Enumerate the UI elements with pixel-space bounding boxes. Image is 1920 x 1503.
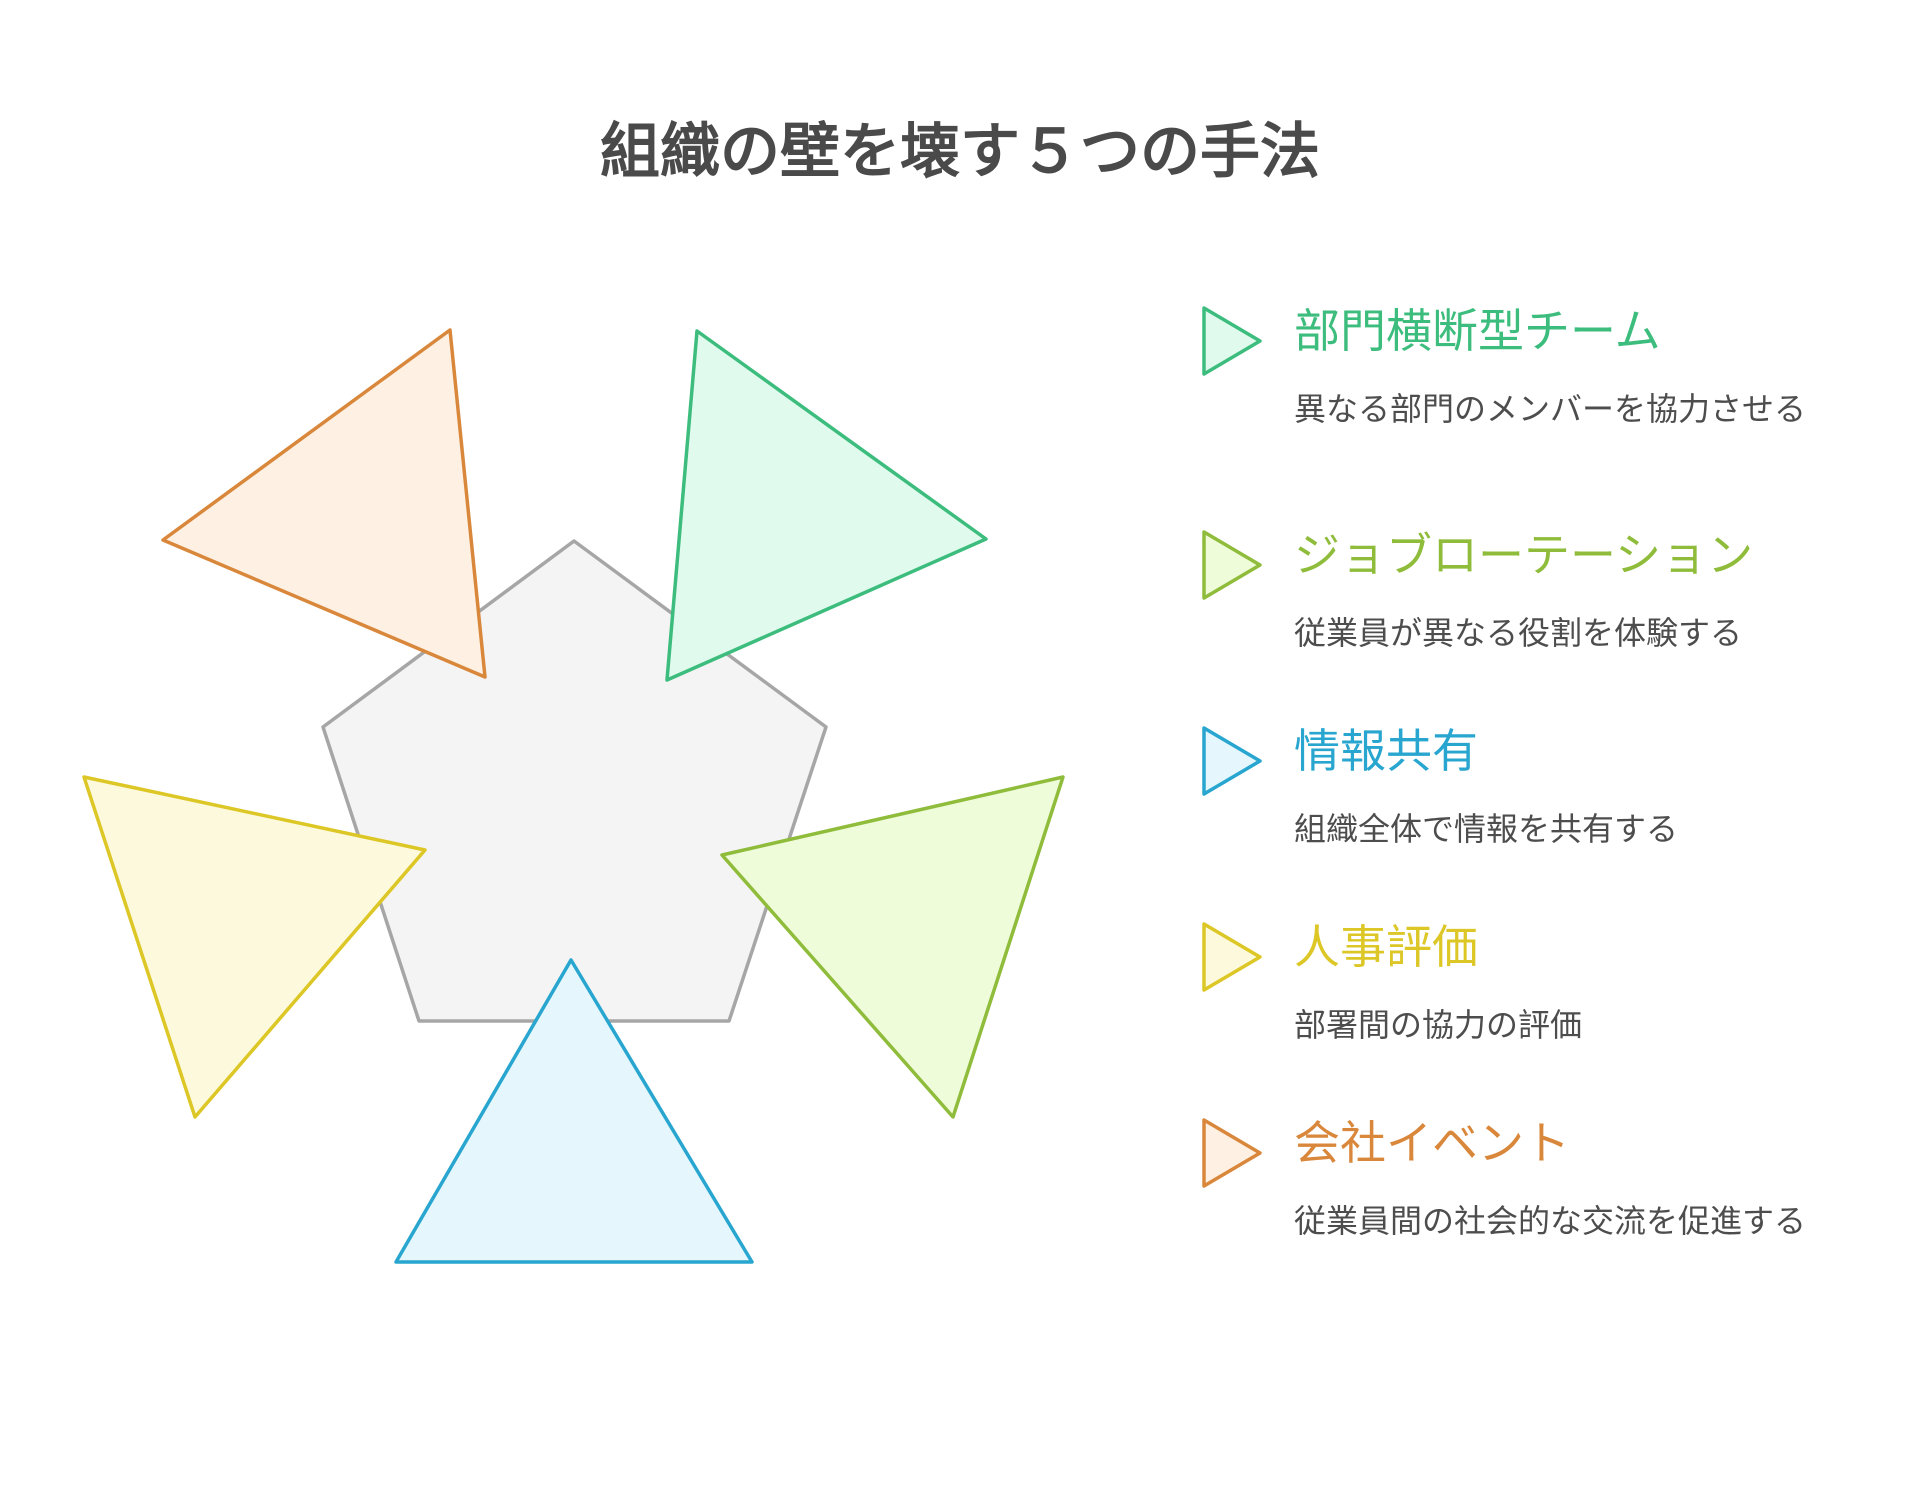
play-triangle-icon [1202,1118,1262,1188]
legend-item-title: 会社イベント [1294,1116,1570,1170]
legend-item-description: 従業員が異なる役割を体験する [1294,614,1743,652]
triangle-job-rotation [720,775,1065,1119]
page-title: 組織の壁を壊す５つの手法 [600,117,1320,187]
legend-item-title: 情報共有 [1294,724,1478,778]
play-triangle-icon [1202,530,1262,600]
legend-item-description: 異なる部門のメンバーを協力させる [1294,390,1807,428]
triangle-cross-functional-team [665,329,988,682]
legend-item-title: ジョブローテーション [1294,528,1754,582]
legend-item-title: 部門横断型チーム [1294,304,1661,358]
legend-item-description: 組織全体で情報を共有する [1294,810,1679,848]
legend-item-description: 部署間の協力の評価 [1294,1006,1583,1044]
triangle-information-sharing [394,958,754,1264]
triangle-hr-evaluation [82,775,427,1119]
play-triangle-icon [1202,922,1262,992]
triangle-company-events [161,328,487,679]
legend-item-description: 従業員間の社会的な交流を促進する [1294,1202,1807,1240]
play-triangle-icon [1202,726,1262,796]
legend-item-title: 人事評価 [1294,920,1478,974]
play-triangle-icon [1202,306,1262,376]
